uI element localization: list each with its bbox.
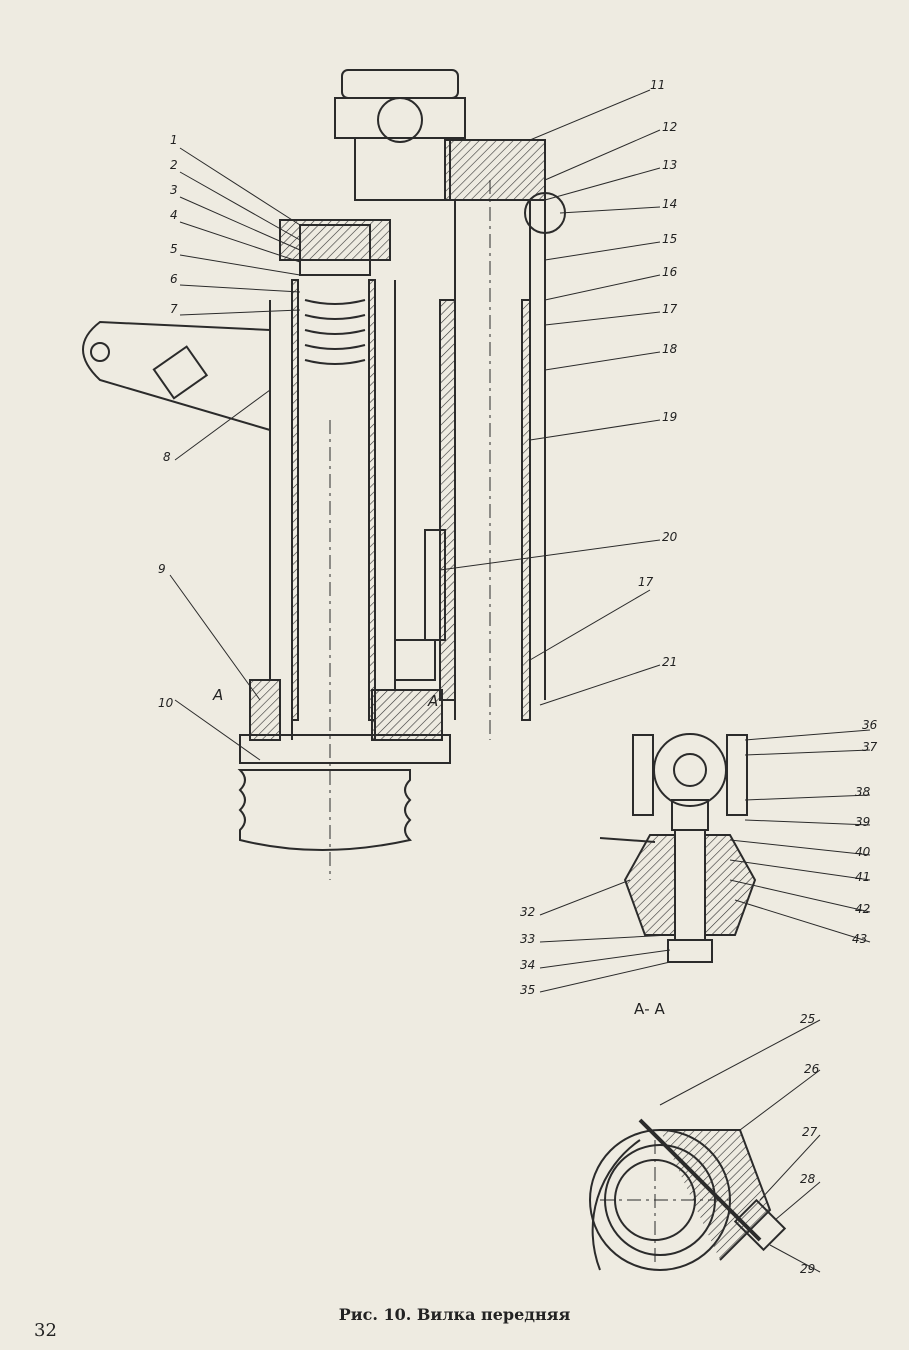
- callout-28: 28: [800, 1172, 816, 1186]
- lower-base: [237, 529, 451, 851]
- callout-40: 40: [855, 845, 871, 859]
- callout-32: 32: [520, 905, 536, 919]
- clamp-section: [589, 1118, 787, 1271]
- callout-18: 18: [662, 342, 678, 356]
- callout-42: 42: [855, 902, 871, 916]
- callout-17: 17: [662, 302, 678, 316]
- callout-8: 8: [163, 450, 171, 464]
- callout-14: 14: [662, 197, 678, 211]
- callout-34: 34: [520, 958, 536, 972]
- callout-9: 9: [158, 562, 166, 576]
- callout-16: 16: [662, 265, 678, 279]
- callout-3: 3: [170, 183, 178, 197]
- callout-43: 43: [852, 932, 868, 946]
- callout-15: 15: [662, 232, 678, 246]
- figure-caption: Рис. 10. Вилка передняя: [338, 1305, 571, 1324]
- callout-25: 25: [800, 1012, 816, 1026]
- section-a-a: [599, 733, 757, 963]
- page-number: 32: [34, 1320, 57, 1341]
- callout-33: 33: [520, 932, 536, 946]
- callout-11: 11: [650, 78, 666, 92]
- callout-1: 1: [170, 133, 178, 147]
- leader-lines: [169, 89, 871, 1273]
- callout-29: 29: [800, 1262, 816, 1276]
- callout-6: 6: [170, 272, 178, 286]
- callout-37: 37: [862, 740, 878, 754]
- callout-27: 27: [802, 1125, 818, 1139]
- section-marker-a-right: А: [428, 692, 439, 710]
- axle-lever: [82, 320, 271, 431]
- callout-17-lower: 17: [638, 575, 654, 589]
- callout-38: 38: [855, 785, 871, 799]
- callout-13: 13: [662, 158, 678, 172]
- section-view-label: А- А: [634, 1000, 665, 1018]
- callout-36: 36: [862, 718, 878, 732]
- callout-5: 5: [170, 242, 178, 256]
- callout-10: 10: [158, 696, 174, 710]
- section-marker-a-left: А: [213, 686, 224, 704]
- right-fork-tube: [439, 139, 566, 740]
- callout-4: 4: [170, 208, 178, 222]
- callout-21: 21: [662, 655, 678, 669]
- callout-19: 19: [662, 410, 678, 424]
- callout-26: 26: [804, 1062, 820, 1076]
- callout-2: 2: [170, 158, 178, 172]
- callout-39: 39: [855, 815, 871, 829]
- callout-12: 12: [662, 120, 678, 134]
- callout-35: 35: [520, 983, 536, 997]
- callout-41: 41: [855, 870, 871, 884]
- left-fork-leg: [269, 219, 396, 880]
- callout-20: 20: [662, 530, 678, 544]
- callout-7: 7: [170, 302, 178, 316]
